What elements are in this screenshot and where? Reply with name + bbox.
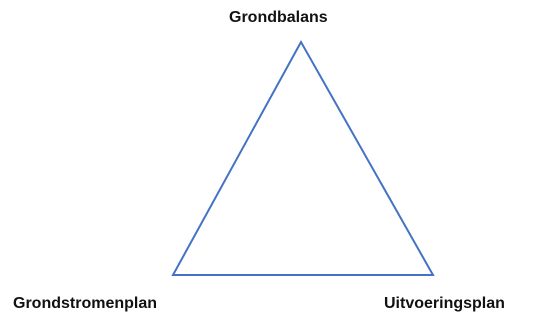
node-label-uitvoeringsplan: Uitvoeringsplan	[384, 295, 505, 312]
triangle-shape	[171, 39, 435, 276]
node-label-grondbalans: Grondbalans	[229, 9, 328, 26]
node-label-grondstromenplan: Grondstromenplan	[13, 295, 158, 312]
